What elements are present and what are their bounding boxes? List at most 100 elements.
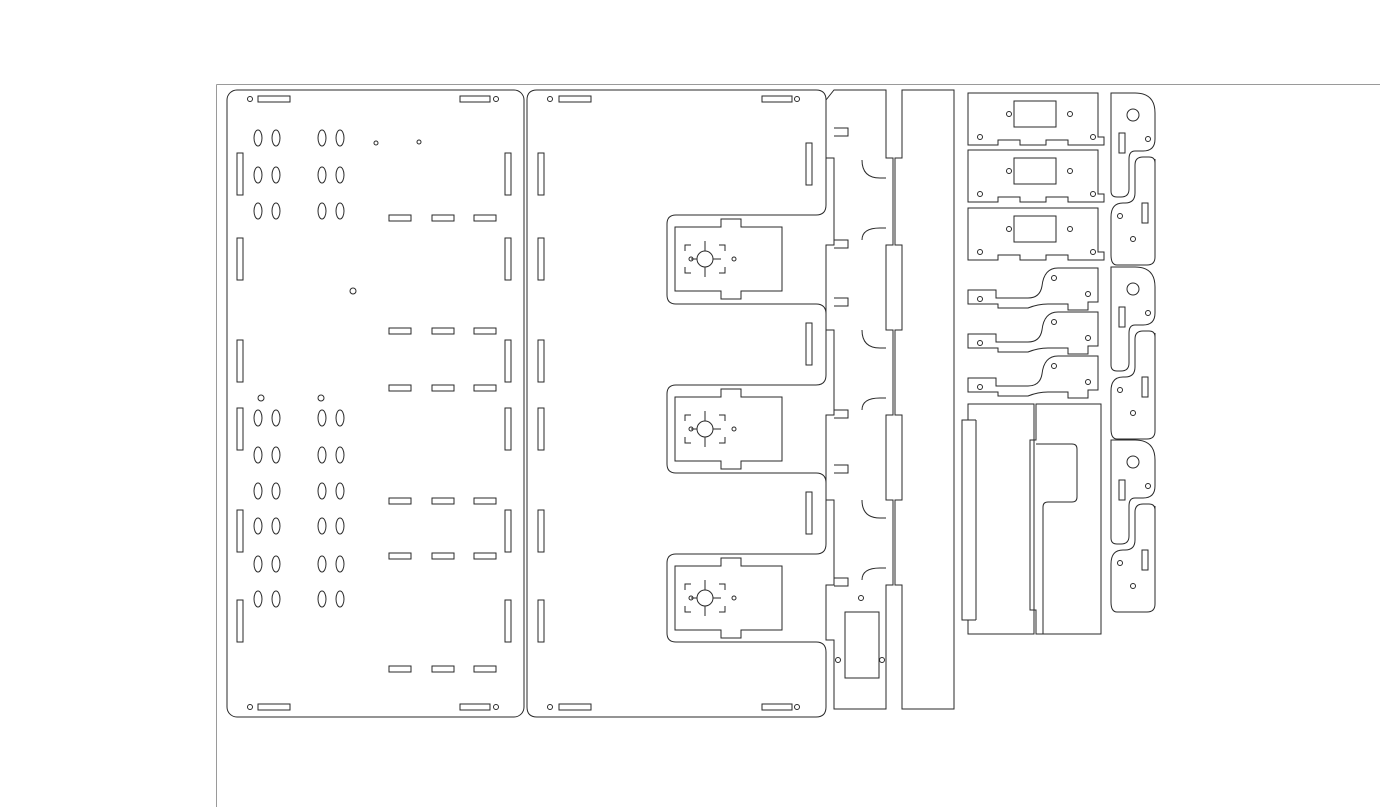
curved-arm <box>968 312 1098 354</box>
oval-hole <box>318 130 326 146</box>
small-hole <box>732 427 736 431</box>
strip-curve <box>862 500 886 518</box>
small-hole <box>1118 388 1123 393</box>
small-hole <box>374 141 378 145</box>
small-hole <box>258 395 264 401</box>
oval-hole <box>336 447 344 463</box>
oval-hole <box>318 556 326 572</box>
edge-slot <box>762 96 792 102</box>
horizontal-slot <box>474 666 496 672</box>
pivot-hole <box>1127 283 1139 295</box>
display-bracket-outline <box>968 208 1104 260</box>
small-hole <box>1091 192 1096 197</box>
horizontal-slot <box>389 666 411 672</box>
hinge-clip <box>1111 93 1155 265</box>
display-window <box>1014 158 1056 184</box>
corner-hole <box>795 705 800 710</box>
hinge-slot <box>1119 133 1125 153</box>
oval-hole <box>336 130 344 146</box>
horizontal-slot <box>474 328 496 334</box>
top-plate-panel <box>527 90 826 717</box>
small-hole <box>978 385 983 390</box>
display-bracket <box>968 208 1104 260</box>
horizontal-slot <box>432 498 454 504</box>
sensor-mount-outline <box>675 389 782 469</box>
strip-curve <box>862 568 886 580</box>
small-hole <box>1086 336 1091 341</box>
hinge-slot <box>1119 307 1125 327</box>
corner-hole <box>548 97 553 102</box>
sensor-mount <box>675 389 782 469</box>
oval-hole <box>272 556 280 572</box>
oval-hole <box>272 167 280 183</box>
hinge-slot <box>1142 203 1148 223</box>
sensor-hole <box>697 251 713 267</box>
right-vertical-slots <box>806 143 812 534</box>
small-hole <box>978 135 983 140</box>
edge-slot <box>258 704 290 710</box>
corner-hole <box>248 97 253 102</box>
oval-hole <box>254 130 262 146</box>
crosshair-bracket <box>719 415 725 421</box>
strip-curve <box>862 160 886 178</box>
strip-notch <box>834 410 848 418</box>
curved-arm <box>968 356 1098 398</box>
crosshair-bracket <box>685 267 691 273</box>
oval-hole <box>336 203 344 219</box>
oval-hole <box>254 447 262 463</box>
hinge-clip-group <box>1111 93 1155 612</box>
oval-hole <box>254 167 262 183</box>
oval-hole <box>318 167 326 183</box>
small-hole <box>1146 311 1151 316</box>
sensor-mount <box>675 558 782 638</box>
oval-hole <box>318 410 326 426</box>
oval-hole <box>336 483 344 499</box>
oval-hole <box>318 518 326 534</box>
crosshair-bracket <box>719 606 725 612</box>
oval-hole <box>254 410 262 426</box>
strip-left-outline <box>826 90 893 709</box>
corner-hole <box>248 705 253 710</box>
curved-arm-outline <box>968 268 1098 310</box>
oval-hole <box>336 167 344 183</box>
sensor-mount-outline <box>675 558 782 638</box>
small-hole <box>1052 276 1057 281</box>
display-window <box>1014 216 1056 242</box>
edge-slot <box>762 704 792 710</box>
long-panel-step <box>1036 444 1077 634</box>
hinge-clip-upper <box>1111 93 1155 197</box>
hinge-slot <box>1142 550 1148 570</box>
display-window <box>1014 101 1056 127</box>
edge-slot <box>460 704 490 710</box>
strip-notch <box>834 128 848 136</box>
strip-notch <box>834 465 848 473</box>
small-hole <box>1086 380 1091 385</box>
horizontal-slot-group <box>389 215 496 672</box>
small-hole <box>1146 137 1151 142</box>
oval-hole <box>254 483 262 499</box>
sheet-frame <box>216 84 1380 807</box>
strip-notch <box>834 578 848 586</box>
hinge-clip <box>1111 267 1155 439</box>
small-hole <box>1052 364 1057 369</box>
oval-hole <box>254 556 262 572</box>
oval-hole <box>254 203 262 219</box>
curved-arm-outline <box>968 356 1098 398</box>
base-plate-panel <box>227 90 524 717</box>
oval-hole <box>318 447 326 463</box>
horizontal-slot <box>389 385 411 391</box>
hinge-clip-upper <box>1111 440 1155 544</box>
oval-hole <box>272 518 280 534</box>
curved-arm <box>968 268 1098 310</box>
small-hole <box>1146 484 1151 489</box>
oval-hole <box>272 591 280 607</box>
small-hole <box>880 658 885 663</box>
corner-hole <box>548 705 553 710</box>
sensor-mount <box>675 219 782 299</box>
small-hole <box>689 257 693 261</box>
small-hole <box>1068 112 1073 117</box>
display-bracket-group <box>968 93 1104 260</box>
display-bracket-outline <box>968 150 1104 202</box>
